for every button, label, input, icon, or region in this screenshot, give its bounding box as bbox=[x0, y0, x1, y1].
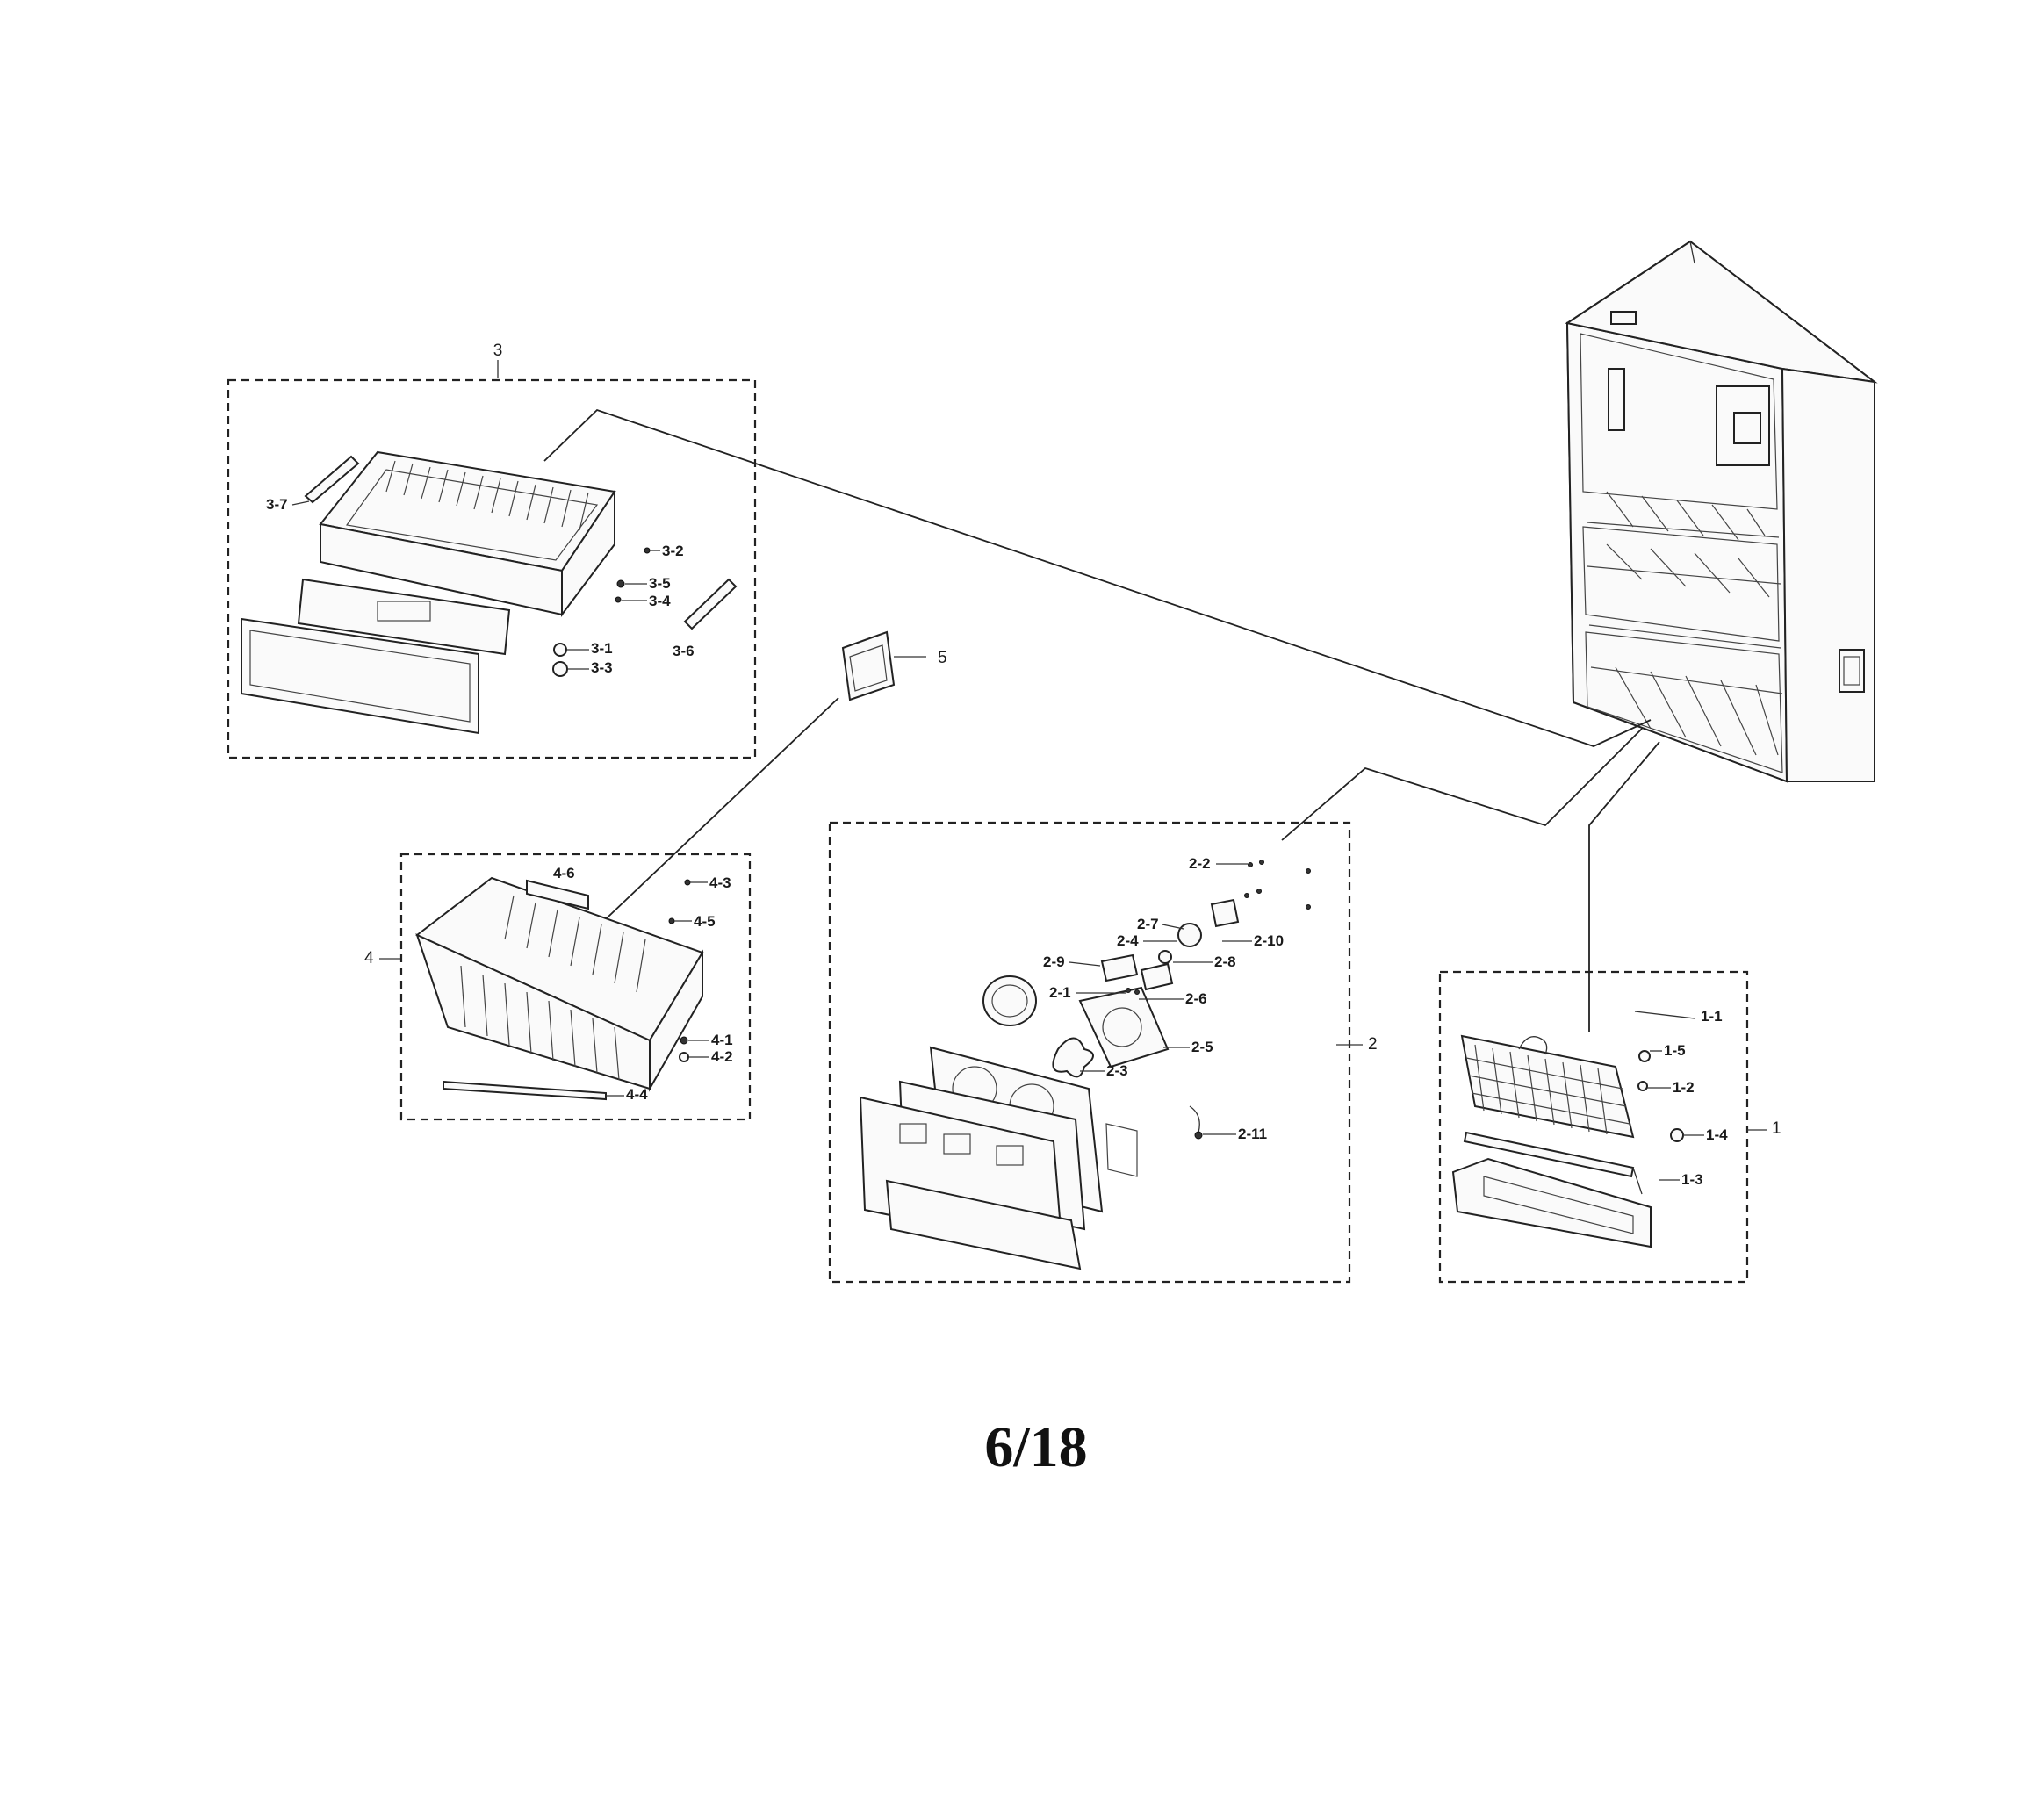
callout-2-3: 2-3 bbox=[1106, 1062, 1128, 1079]
group-1-label: 1 bbox=[1772, 1119, 1781, 1138]
group-2-evaporator-assembly: 2 2-2 bbox=[828, 821, 1378, 1284]
callout-3-2: 3-2 bbox=[662, 543, 684, 559]
callout-4-5: 4-5 bbox=[694, 913, 716, 930]
callout-2-9: 2-9 bbox=[1043, 953, 1065, 970]
callout-4-6: 4-6 bbox=[553, 865, 575, 881]
callout-2-1: 2-1 bbox=[1049, 984, 1071, 1001]
group-1-evaporator: 1 1-1 1-5 1-2 1-4 1-3 bbox=[1438, 970, 1781, 1284]
callout-2-5: 2-5 bbox=[1191, 1039, 1213, 1055]
callout-2-8: 2-8 bbox=[1214, 953, 1236, 970]
callout-3-3: 3-3 bbox=[591, 659, 613, 676]
callout-4-2: 4-2 bbox=[711, 1048, 733, 1065]
callout-2-4: 2-4 bbox=[1117, 932, 1139, 949]
callout-2-7: 2-7 bbox=[1137, 916, 1159, 932]
callout-1-5: 1-5 bbox=[1664, 1042, 1686, 1059]
callout-4-4: 4-4 bbox=[626, 1086, 648, 1103]
callout-1-4: 1-4 bbox=[1706, 1126, 1728, 1143]
callout-1-2: 1-2 bbox=[1673, 1079, 1695, 1096]
group-4-freezer-basket: 4 4-6 4-3 4-5 4-1 4-2 4-4 bbox=[364, 853, 752, 1121]
callout-1-3: 1-3 bbox=[1681, 1171, 1703, 1188]
callout-4-3: 4-3 bbox=[709, 874, 731, 891]
callout-3-7: 3-7 bbox=[266, 496, 288, 513]
group-4-label: 4 bbox=[364, 949, 374, 968]
group-3-label: 3 bbox=[493, 342, 503, 360]
callout-2-10: 2-10 bbox=[1254, 932, 1284, 949]
callout-3-1: 3-1 bbox=[591, 640, 613, 657]
callout-3-6: 3-6 bbox=[673, 643, 695, 659]
callout-3-4: 3-4 bbox=[649, 593, 671, 609]
page-number: 6/18 bbox=[984, 1415, 1087, 1479]
leader-lines bbox=[543, 408, 1660, 1032]
group-5-filter: 5 bbox=[841, 630, 947, 701]
callout-2-2: 2-2 bbox=[1189, 855, 1211, 872]
callout-2-6: 2-6 bbox=[1185, 990, 1207, 1007]
callout-4-1: 4-1 bbox=[711, 1032, 733, 1048]
group-5-label: 5 bbox=[938, 649, 947, 667]
refrigerator-cabinet bbox=[1565, 240, 1878, 783]
callout-1-1: 1-1 bbox=[1701, 1008, 1723, 1025]
group-2-label: 2 bbox=[1368, 1035, 1378, 1054]
callout-2-11: 2-11 bbox=[1238, 1126, 1267, 1142]
callout-3-5: 3-5 bbox=[649, 575, 671, 592]
group-3-crisper-drawer: 3 3-7 3-2 3-5 bbox=[227, 342, 757, 759]
